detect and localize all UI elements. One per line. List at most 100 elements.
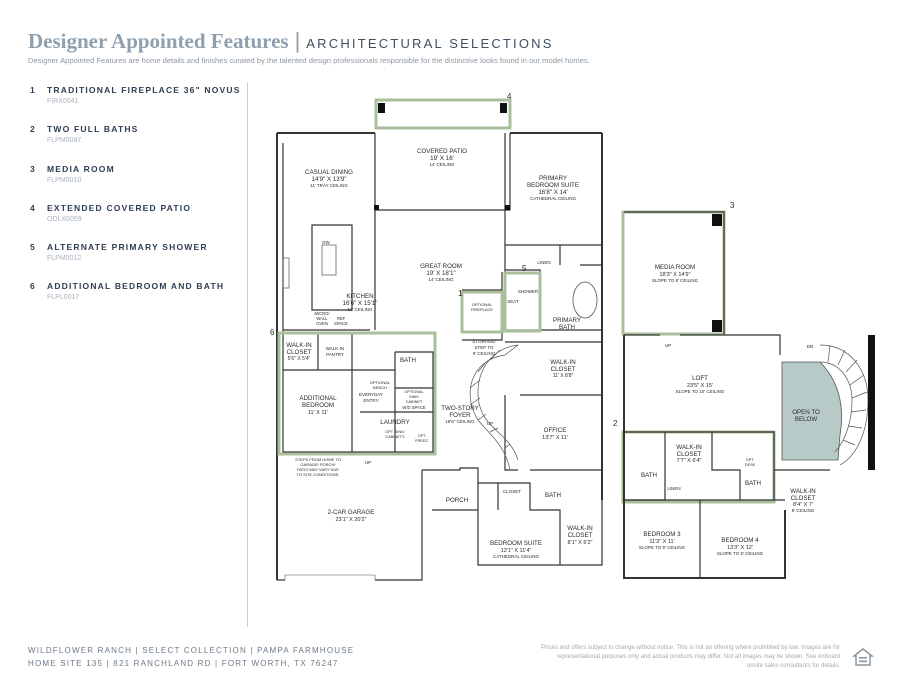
opt-freezer-label-2: FREEZ.	[415, 439, 429, 443]
primary-wic-label-2: CLOSET	[551, 366, 576, 373]
feature-number: 2	[30, 124, 35, 135]
feature-item: 2 TWO FULL BATHS FLPM0087	[30, 123, 240, 162]
primary-bath-label-1: PRIMARY	[553, 317, 581, 324]
storage-label-2: STEP TO	[474, 345, 494, 350]
bedroom-suite-ceiling: CATHEDRAL CEILING	[493, 554, 540, 559]
upper-wic2-ceiling: 9' CEILING	[792, 508, 815, 513]
media-room-label: MEDIA ROOM	[655, 264, 695, 271]
feature-label: TWO FULL BATHS	[47, 124, 139, 135]
media-room-dim: 18'3" X 14'9"	[659, 272, 690, 278]
steps-note-2: GARAGE/ PORCH/	[301, 462, 337, 467]
bedroom-4-ceiling: SLOPE TO 9' CEILING	[717, 551, 764, 556]
loft-label: LOFT	[692, 375, 708, 382]
bath-label: BATH	[400, 357, 416, 364]
upper-linen-label: LINEN	[667, 486, 680, 491]
space-label: SPACE	[334, 321, 348, 326]
opt-desk-label-1: OPT.	[746, 458, 754, 462]
up-label-1: UP	[487, 421, 493, 426]
page-header: Designer Appointed Features|ARCHITECTURA…	[28, 28, 554, 54]
steps-note-1: STEPS FROM HOME TO	[295, 457, 341, 462]
open-below-label-1: OPEN TO	[792, 409, 820, 416]
feature-markers: 4 3 5 1 6 2	[270, 92, 735, 428]
great-room-label: GREAT ROOM	[420, 263, 462, 270]
wd-space-label: W/D SPACE	[402, 405, 425, 410]
loft-dim: 23'5" X 15'	[687, 383, 713, 389]
open-below-label-2: BELOW	[795, 416, 818, 423]
feature-number: 3	[30, 163, 35, 174]
feature-item: 3 MEDIA ROOM FLPM0010	[30, 163, 240, 202]
feature-item: 1 TRADITIONAL FIREPLACE 36" NOVUS FIRX00…	[30, 84, 240, 123]
covered-patio-label: COVERED PATIO	[417, 148, 467, 155]
loft-ceiling: SLOPE TO 10' CEILING	[676, 389, 725, 394]
feature-item: 5 ALTERNATE PRIMARY SHOWER FLPM0012	[30, 241, 240, 280]
office-dim: 13'7" X 11'	[542, 435, 568, 441]
feature-code: FIRX0041	[47, 98, 79, 105]
feature-number: 5	[30, 242, 35, 253]
upper-wic-dim: 7'7" X 6'4"	[677, 458, 702, 464]
upper-bath-label-1: BATH	[641, 472, 657, 479]
fireplace-label-1: OPTIONAL	[472, 302, 493, 307]
feature-code: FLPM0087	[47, 137, 82, 145]
kitchen-label: KITCHEN	[346, 293, 373, 300]
opt-cabinet-label-2: CABINETS	[386, 435, 405, 439]
primary-suite-dim: 16'8" X 14'	[538, 189, 567, 196]
wic-dim: 5'6" X 5'4"	[288, 356, 311, 362]
bath-label-2: BATH	[545, 492, 561, 499]
open-to-below-area	[781, 361, 842, 461]
bedroom-3-ceiling: SLOPE TO 9' CEILING	[639, 545, 686, 550]
casual-dining-dim: 14'9" X 13'9"	[312, 176, 347, 183]
upper-wic2-label-2: CLOSET	[791, 495, 816, 502]
wall-label: WALL	[316, 316, 328, 321]
upper-wic2-label-1: WALK-IN	[790, 488, 816, 495]
bedroom-4-dim: 13'3" X 12'	[727, 545, 753, 551]
bench-label-2: BENCH	[373, 385, 387, 390]
bathtub	[572, 281, 598, 319]
shower-label: SHOWER	[518, 289, 539, 294]
first-floor-walls	[276, 132, 603, 581]
storage-label-3: 9' CEILING	[473, 351, 496, 356]
second-floor-walls	[623, 211, 830, 579]
primary-suite-label-1: PRIMARY	[539, 175, 567, 182]
marker-2: 2	[613, 419, 618, 428]
feature-item: 6 ADDITIONAL BEDROOM AND BATH FLPL0017	[30, 280, 240, 319]
primary-wic-dim: 11' X 8'8"	[553, 373, 574, 379]
primary-suite-label-2: BEDROOM SUITE	[527, 182, 579, 189]
kitchen-ceiling: 10' CEILING	[347, 307, 373, 312]
feature-code: FLPM0012	[47, 255, 82, 263]
steps-note-3: PATIO MAY VARY DUE	[297, 467, 339, 472]
feature-number: 1	[30, 85, 35, 95]
opt-freezer-label-1: OPT.	[418, 434, 426, 438]
staircase	[469, 344, 519, 471]
feature-label: EXTENDED COVERED PATIO	[47, 202, 192, 213]
feature-code: FLPM0010	[47, 176, 82, 184]
marker-1: 1	[458, 289, 463, 298]
pantry-label-2: PANTRY	[326, 352, 344, 357]
opt-sink-label-2: SINK/	[409, 395, 420, 399]
feature-list: 1 TRADITIONAL FIREPLACE 36" NOVUS FIRX00…	[30, 84, 240, 320]
additional-bedroom-label-2: BEDROOM	[302, 402, 334, 409]
feature-code: ODLX0059	[47, 215, 82, 223]
seat-label: SEAT	[507, 299, 519, 304]
disclaimer-text: Prices and offers subject to change with…	[541, 645, 840, 669]
foyer-ceiling: 18'5" CEILING	[445, 419, 475, 424]
vertical-divider	[247, 82, 248, 627]
kitchen-dim: 16'6" X 15'1"	[343, 300, 378, 307]
feature-label: TRADITIONAL FIREPLACE 36" NOVUS	[47, 85, 241, 95]
feature-label: ALTERNATE PRIMARY SHOWER	[47, 242, 208, 253]
porch-label: PORCH	[446, 497, 468, 504]
primary-bath-label-2: BATH	[559, 324, 575, 331]
bedroom-3-label: BEDROOM 3	[643, 531, 681, 538]
feature-number: 6	[30, 281, 35, 292]
dishwasher-label: DW	[322, 240, 330, 245]
kitchen-island	[282, 244, 337, 289]
opt-sink-label-1: OPTIONAL	[404, 390, 423, 394]
opt-desk-label-2: DESK	[745, 463, 756, 467]
everyday-entry-label-1: EVERYDAY	[359, 392, 383, 397]
feature-label: MEDIA ROOM	[47, 163, 115, 174]
marker-6: 6	[270, 328, 275, 337]
opt-cabinet-label-1: OPT. SINK/	[385, 430, 405, 434]
upper-bath-label-2: BATH	[745, 480, 761, 487]
additional-bedroom-label-1: ADDITIONAL	[299, 395, 337, 402]
dn-label: DN	[807, 344, 814, 349]
